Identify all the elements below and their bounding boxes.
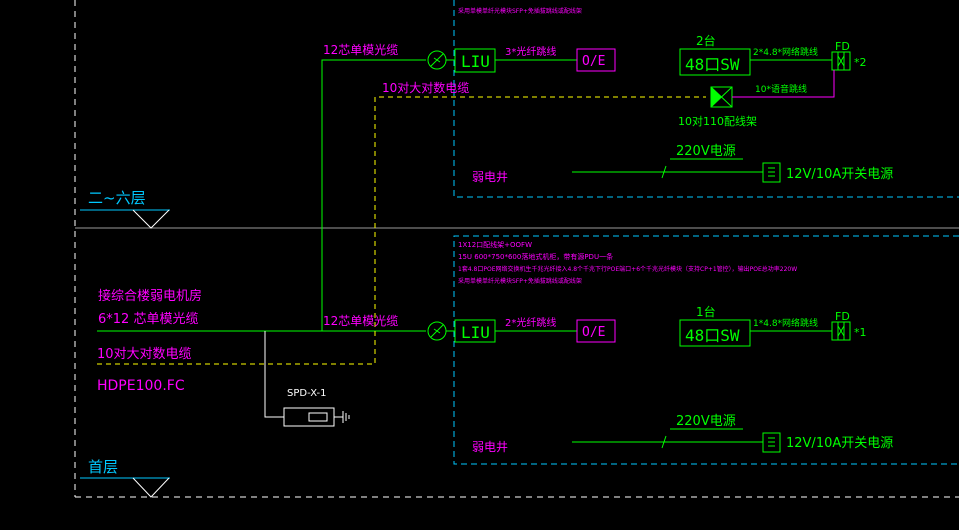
upper-net-jumper: 2*4.8*网络跳线 bbox=[753, 46, 818, 58]
upper-psu-label: 12V/10A开关电源 bbox=[786, 167, 893, 182]
lower-psu-icon bbox=[762, 432, 781, 453]
trunk-conduit-label: HDPE100.FC bbox=[97, 378, 185, 394]
upper-liu-label: LIU bbox=[461, 52, 490, 71]
upper-copper-label: 10对大对数电缆 bbox=[382, 80, 469, 95]
lower-liu-label: LIU bbox=[461, 323, 490, 342]
lower-sw-count: 1台 bbox=[696, 304, 716, 319]
lower-power-line bbox=[572, 428, 763, 449]
upper-shaft-label: 弱电井 bbox=[472, 170, 508, 184]
upper-level-label: 二~六层 bbox=[88, 189, 146, 207]
spd-inner bbox=[308, 412, 328, 422]
lower-panel-box bbox=[453, 235, 959, 465]
upper-sw-count: 2台 bbox=[696, 33, 716, 48]
trunk-copper-line bbox=[97, 96, 706, 365]
upper-sw-label: 48口SW bbox=[685, 55, 740, 74]
spd-device bbox=[283, 407, 350, 427]
lower-fd-icon bbox=[831, 321, 851, 341]
floor-outlines bbox=[74, 0, 959, 498]
riser-fiber-line bbox=[321, 59, 426, 331]
panel-boxes bbox=[453, 0, 959, 465]
upper-coupler-icon bbox=[427, 50, 447, 70]
upper-jumper-label: 3*光纤跳线 bbox=[505, 45, 556, 58]
upper-note-line: 采用单模单纤光模块SFP+免插拔跳线或配线架 bbox=[458, 7, 582, 15]
upper-level-triangle bbox=[132, 209, 170, 229]
lower-oe-label: O/E bbox=[582, 325, 605, 340]
lower-psu-label: 12V/10A开关电源 bbox=[786, 436, 893, 451]
lower-shaft-label: 弱电井 bbox=[472, 440, 508, 454]
upper-power-line bbox=[572, 158, 763, 179]
ground-level-label: 首层 bbox=[88, 458, 118, 476]
lower-sw-box bbox=[679, 319, 751, 347]
lower-fiber-label: 12芯单模光缆 bbox=[323, 314, 398, 328]
lower-jumper-label: 2*光纤跳线 bbox=[505, 316, 556, 329]
lower-fd-count: *1 bbox=[854, 326, 867, 339]
trunk-fiber-label: 6*12 芯单模光缆 bbox=[98, 311, 198, 327]
upper-psu-icon bbox=[762, 162, 781, 183]
spd-label: SPD-X-1 bbox=[287, 388, 327, 399]
upper-sw-box bbox=[679, 48, 751, 76]
upper-patch-label: 10*语音跳线 bbox=[755, 83, 807, 95]
upper-fd-icon bbox=[831, 51, 851, 71]
spd-branch-line bbox=[264, 331, 284, 418]
upper-patch-frame-icon bbox=[710, 86, 733, 108]
upper-fd-label: FD bbox=[835, 40, 850, 53]
upper-panel-box bbox=[453, 0, 959, 198]
lower-sw-label: 48口SW bbox=[685, 326, 740, 345]
upper-power-label: 220V电源 bbox=[676, 144, 736, 159]
lower-note-3: 1套4.8口POE网络交换机生千兆光纤接入4.8个千兆下行POE端口+6个千兆光… bbox=[458, 265, 797, 273]
ground-level-triangle bbox=[132, 477, 170, 498]
lower-oe-box bbox=[576, 319, 616, 343]
upper-patch-frame-label: 10对110配线架 bbox=[678, 114, 757, 128]
lower-fd-label: FD bbox=[835, 310, 850, 323]
lower-note-2: 15U 600*750*600落地式机柜，带有源PDU一条 bbox=[458, 252, 613, 261]
upper-voice-jumper-line bbox=[732, 70, 835, 98]
lower-coupler-icon bbox=[427, 321, 447, 341]
trunk-cables bbox=[97, 59, 706, 418]
upper-oe-label: O/E bbox=[582, 54, 605, 69]
trunk-copper-label: 10对大对数电缆 bbox=[97, 346, 192, 362]
lower-note-1: 1X12口配线架+OOFW bbox=[458, 240, 532, 249]
lower-power-label: 220V电源 bbox=[676, 414, 736, 429]
lower-note-4: 采用单模单纤光模块SFP+免插拔跳线或配线架 bbox=[458, 277, 582, 285]
upper-fiber-label: 12芯单模光缆 bbox=[323, 43, 398, 57]
upper-oe-box bbox=[576, 48, 616, 72]
trunk-source-label: 接综合楼弱电机房 bbox=[98, 288, 202, 304]
upper-fd-count: *2 bbox=[854, 56, 867, 69]
lower-net-jumper: 1*4.8*网络跳线 bbox=[753, 317, 818, 329]
